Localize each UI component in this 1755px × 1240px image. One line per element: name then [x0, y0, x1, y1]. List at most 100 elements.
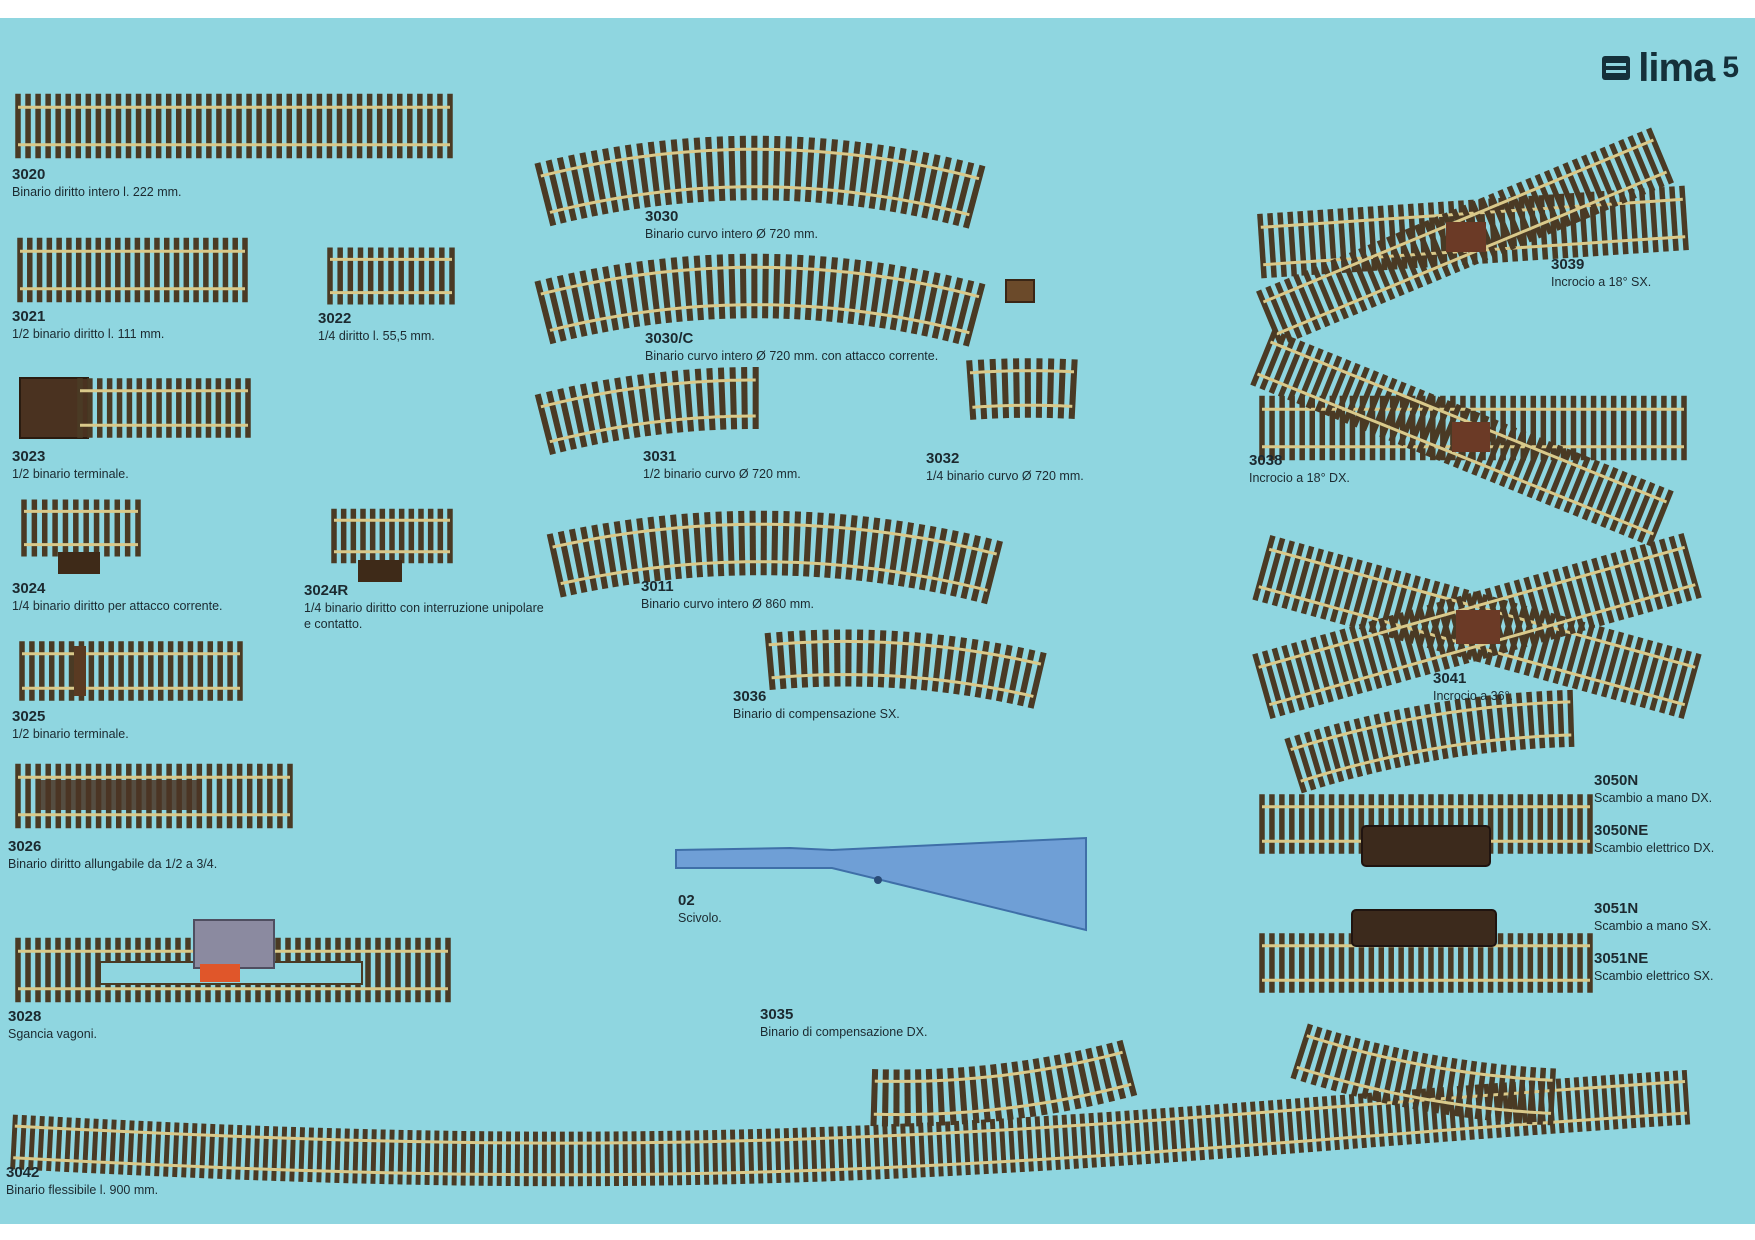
track-3030C [534, 253, 986, 347]
product-description: Binario di compensazione DX. [760, 1025, 928, 1039]
product-description: Binario diritto intero l. 222 mm. [12, 185, 182, 199]
track-3024R [331, 508, 453, 564]
product-3023: 3023 1/2 binario terminale. [12, 448, 129, 482]
extension-3026 [40, 780, 200, 810]
product-code: 3031 [643, 448, 677, 465]
track-3031 [534, 366, 759, 456]
track-3035 [870, 1039, 1138, 1127]
product-3032: 3032 1/4 binario curvo Ø 720 mm. [926, 450, 1084, 484]
product-description: 1/2 binario terminale. [12, 727, 129, 741]
product-description: Binario di compensazione SX. [733, 707, 900, 721]
product-3031: 3031 1/2 binario curvo Ø 720 mm. [643, 448, 801, 482]
lima-logo-icon [1602, 56, 1631, 80]
frog-3041 [1456, 610, 1500, 644]
product-code: 3023 [12, 448, 46, 465]
uncoupler-button-3028 [200, 964, 240, 982]
product-description: Binario curvo intero Ø 720 mm. con attac… [645, 349, 939, 363]
ramp-02 [675, 836, 1087, 932]
product-code: 3030 [645, 208, 679, 225]
connector-3024R [358, 560, 402, 582]
product-code: 3022 [318, 310, 352, 327]
track-3039-b [1256, 127, 1674, 347]
product-code: 3041 [1433, 670, 1467, 687]
motor-3050 [1361, 825, 1491, 867]
product-code: 3038 [1249, 452, 1283, 469]
product-code: 3025 [12, 708, 46, 725]
product-description: Scambio elettrico SX. [1594, 969, 1714, 983]
connector-3030C [1005, 279, 1035, 303]
product-3050NE: 3050NE Scambio elettrico DX. [1594, 822, 1714, 856]
product-3039: 3039 Incrocio a 18° SX. [1551, 256, 1651, 290]
motor-3051 [1351, 909, 1497, 947]
track-3051-main [1259, 933, 1593, 993]
product-code: 3024 [12, 580, 46, 597]
product-3038: 3038 Incrocio a 18° DX. [1249, 452, 1350, 486]
track-3042 [10, 1069, 1691, 1187]
product-3030C: 3030/C Binario curvo intero Ø 720 mm. co… [645, 330, 938, 364]
track-3041-a [1252, 535, 1702, 719]
track-3023 [19, 377, 89, 439]
product-3051N: 3051N Scambio a mano SX. [1594, 900, 1711, 934]
product-3026: 3026 Binario diritto allungabile da 1/2 … [8, 838, 217, 872]
track-3020 [15, 93, 453, 159]
track-3025 [19, 641, 243, 701]
track-3038-b [1250, 329, 1674, 547]
product-code: 3011 [641, 578, 674, 595]
track-3030 [534, 135, 986, 229]
product-code: 3020 [12, 166, 46, 183]
track-3041-b [1252, 533, 1702, 719]
track-3026 [15, 763, 293, 829]
product-description: 1/2 binario curvo Ø 720 mm. [643, 467, 801, 481]
product-description: Incrocio a 36°. [1433, 689, 1514, 703]
product-3042: 3042 Binario flessibile l. 900 mm. [6, 1164, 158, 1198]
product-3035: 3035 Binario di compensazione DX. [760, 1006, 927, 1040]
track-3022 [327, 247, 455, 305]
product-description: Incrocio a 18° SX. [1551, 275, 1652, 289]
product-description: Scivolo. [678, 911, 722, 925]
track-3051-diverge [1290, 1023, 1556, 1126]
product-code: 3051NE [1594, 950, 1649, 967]
brand-name: lima [1638, 46, 1715, 90]
product-3025: 3025 1/2 binario terminale. [12, 708, 129, 742]
product-3024R: 3024R 1/4 binario diritto con interruzio… [304, 582, 554, 632]
product-3011: 3011 Binario curvo intero Ø 860 mm. [641, 578, 814, 612]
product-description: 1/4 binario diritto per attacco corrente… [12, 599, 223, 613]
product-description: 1/4 binario diritto con interruzione uni… [304, 601, 544, 631]
product-code: 3042 [6, 1164, 40, 1181]
track-3032 [966, 358, 1078, 420]
track-3021 [17, 237, 248, 303]
product-code: 3021 [12, 308, 46, 325]
product-3050N: 3050N Scambio a mano DX. [1594, 772, 1712, 806]
catalog-page: lima 5 3020 Binario diritto intero l. 22… [0, 18, 1755, 1224]
product-description: Binario curvo intero Ø 720 mm. [645, 227, 818, 241]
frog-3038 [1452, 422, 1490, 452]
uncoupler-box-3028 [193, 919, 275, 969]
product-3021: 3021 1/2 binario diritto l. 111 mm. [12, 308, 164, 342]
track-3036 [764, 629, 1047, 709]
product-02: 02 Scivolo. [678, 892, 722, 926]
product-code: 3028 [8, 1008, 42, 1025]
product-3041: 3041 Incrocio a 36°. [1433, 670, 1513, 704]
product-description: Binario curvo intero Ø 860 mm. [641, 597, 814, 611]
product-code: 3050NE [1594, 822, 1649, 839]
product-code: 3026 [8, 838, 42, 855]
product-code: 3024R [304, 582, 349, 599]
product-description: Binario diritto allungabile da 1/2 a 3/4… [8, 857, 218, 871]
frog-3039 [1446, 222, 1486, 252]
brand-logo: lima 5 [1602, 48, 1739, 88]
product-3024: 3024 1/4 binario diritto per attacco cor… [12, 580, 223, 614]
track-3011 [546, 510, 1003, 605]
product-code: 3036 [733, 688, 767, 705]
product-description: Incrocio a 18° DX. [1249, 471, 1350, 485]
product-3036: 3036 Binario di compensazione SX. [733, 688, 900, 722]
product-3028: 3028 Sgancia vagoni. [8, 1008, 97, 1042]
product-description: Scambio elettrico DX. [1594, 841, 1715, 855]
product-code: 3030/C [645, 330, 694, 347]
product-code: 3035 [760, 1006, 794, 1023]
page-number: 5 [1722, 51, 1739, 84]
product-description: Scambio a mano SX. [1594, 919, 1712, 933]
product-description: Scambio a mano DX. [1594, 791, 1713, 805]
product-3020: 3020 Binario diritto intero l. 222 mm. [12, 166, 182, 200]
track-illustrations [10, 93, 1702, 1187]
product-code: 3050N [1594, 772, 1639, 789]
